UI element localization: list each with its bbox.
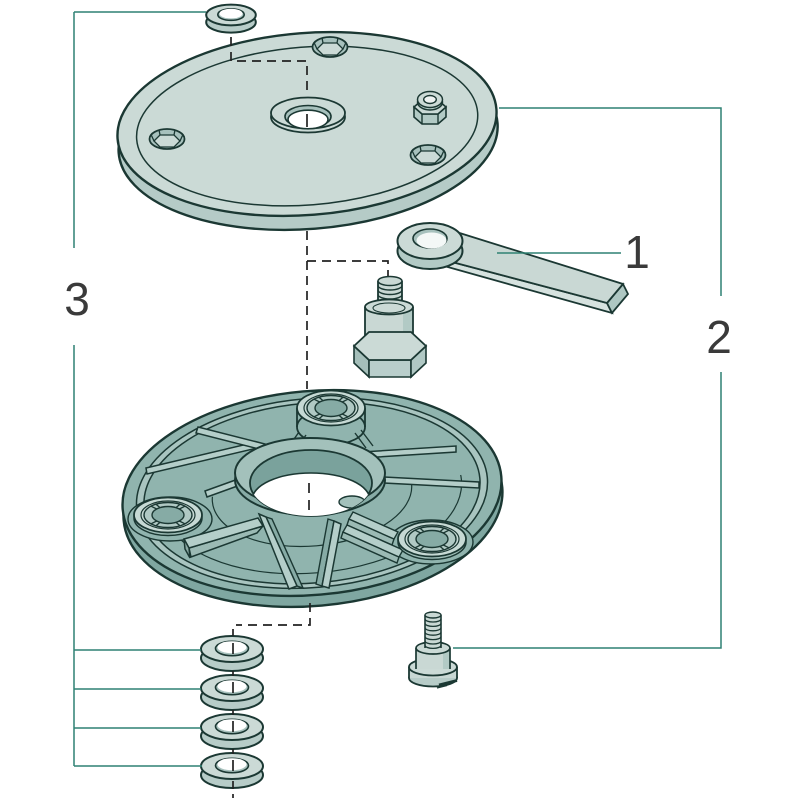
base-plate [121,388,504,609]
callout-label-1: 1 [624,226,650,278]
clamping-lever [396,222,630,315]
callout-lines [73,11,722,767]
center-boss [270,96,346,134]
callout-line-2 [453,107,722,649]
hex-socket-hole [148,128,186,150]
flange-screw [408,611,458,689]
callout-label-2: 2 [706,311,732,363]
bearing-boss-right [397,520,467,561]
hex-socket-hole [311,36,349,58]
adjusting-bolt [352,275,428,379]
bearing-boss-left [133,496,203,537]
cover-plate [116,30,499,232]
center-lines [230,37,389,798]
callout-label-3: 3 [64,273,90,325]
washer-stack [200,635,264,789]
callout-line-3 [73,11,206,767]
bearing-boss-top [286,389,374,452]
lock-nut [412,90,448,125]
hex-socket-hole [409,144,447,166]
center-hub [234,437,386,517]
washer-top [205,3,257,34]
